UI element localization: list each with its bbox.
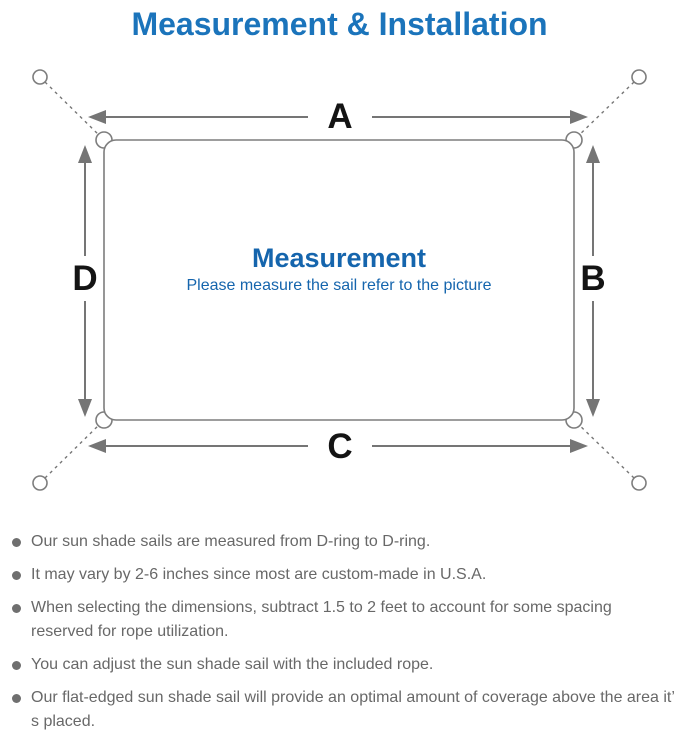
arrowhead-right-icon: [570, 439, 588, 453]
anchor-ring-icon-bottom-left: [32, 475, 48, 491]
dimension-label-a: A: [327, 97, 352, 136]
dimension-arrow-c: [88, 439, 588, 453]
notes-list: Our sun shade sails are measured from D-…: [0, 530, 679, 734]
arrowhead-down-icon: [586, 399, 600, 417]
bullet-icon: [12, 660, 21, 670]
dimension-arrow-b: [586, 145, 600, 417]
anchor-line-top-right: [573, 81, 635, 141]
dimension-label-c: C: [327, 427, 352, 466]
note-text: You can adjust the sun shade sail with t…: [31, 656, 434, 673]
list-item: When selecting the dimensions, subtract …: [12, 596, 677, 644]
bullet-icon: [12, 570, 21, 580]
sail-outline: [103, 139, 575, 421]
arrowhead-up-icon: [586, 145, 600, 163]
anchor-line-bottom-left: [44, 419, 105, 479]
dimension-label-b: B: [580, 259, 605, 298]
arrowhead-left-icon: [88, 439, 106, 453]
dimension-label-d: D: [72, 259, 97, 298]
note-text: It may vary by 2-6 inches since most are…: [31, 566, 487, 583]
list-item: It may vary by 2-6 inches since most are…: [12, 563, 677, 587]
list-item: You can adjust the sun shade sail with t…: [12, 653, 677, 677]
sail-measurement-diagram: A C D B Measurement Please measure the s…: [32, 69, 647, 491]
anchor-line-top-left: [44, 81, 105, 141]
dimension-arrow-a: [88, 110, 588, 124]
bullet-icon: [12, 603, 21, 613]
note-text: When selecting the dimensions, subtract …: [31, 599, 612, 640]
note-text: Our flat-edged sun shade sail will provi…: [31, 689, 675, 730]
diagram-center-subtitle: Please measure the sail refer to the pic…: [186, 277, 491, 294]
page-title: Measurement & Installation: [131, 6, 548, 42]
bullet-icon: [12, 537, 21, 547]
arrowhead-down-icon: [78, 399, 92, 417]
arrowhead-right-icon: [570, 110, 588, 124]
anchor-ring-icon-top-right: [631, 69, 647, 85]
arrowhead-up-icon: [78, 145, 92, 163]
anchor-line-bottom-right: [573, 419, 635, 479]
dimension-arrow-d: [78, 145, 92, 417]
diagram-center-title: Measurement: [252, 243, 426, 273]
list-item: Our sun shade sails are measured from D-…: [12, 530, 677, 554]
anchor-ring-icon-top-left: [32, 69, 48, 85]
bullet-icon: [12, 693, 21, 703]
arrowhead-left-icon: [88, 110, 106, 124]
anchor-ring-icon-bottom-right: [631, 475, 647, 491]
note-text: Our sun shade sails are measured from D-…: [31, 533, 431, 550]
list-item: Our flat-edged sun shade sail will provi…: [12, 686, 677, 734]
